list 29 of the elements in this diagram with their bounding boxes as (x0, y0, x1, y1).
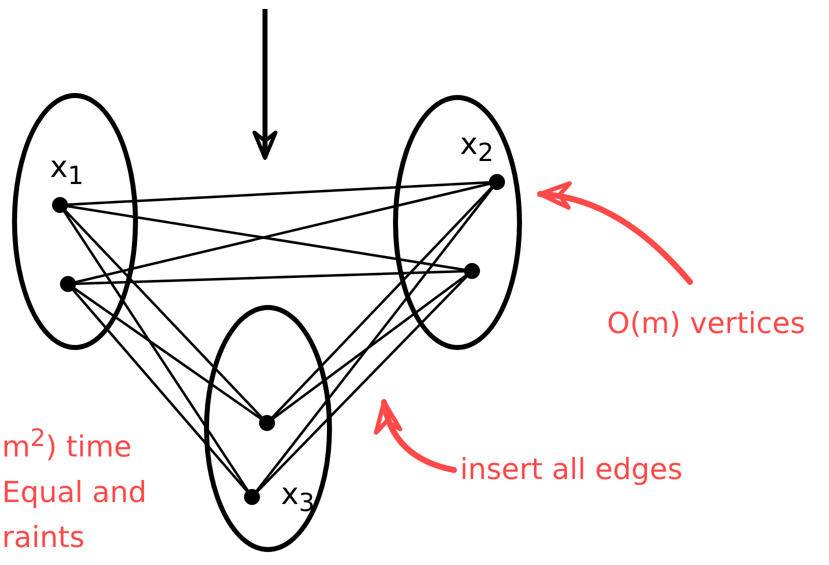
edge-line (66, 205, 466, 271)
arrow (537, 182, 693, 285)
edge-line (72, 288, 248, 492)
vertex-dot (60, 276, 76, 292)
set-ellipse (204, 305, 332, 552)
edge-line (256, 187, 494, 492)
arrow (375, 399, 457, 473)
edge-line (73, 287, 262, 420)
edge-line (63, 210, 249, 492)
set-label: x$_{3}$ (281, 480, 315, 515)
vertex-dot (489, 174, 505, 190)
set-label: x$_{1}$ (50, 153, 84, 188)
vertex-dot (464, 263, 480, 279)
edge-line (74, 270, 466, 285)
edge-line (74, 182, 490, 284)
set-label: x$_{2}$ (460, 130, 494, 165)
set-ellipse (393, 95, 522, 350)
vertex-dot (259, 415, 275, 431)
edge-line (272, 274, 467, 420)
edge-line (66, 181, 490, 206)
edge-line (64, 210, 263, 418)
note-text: m$^{2}$) time Equal and raints (2, 423, 148, 556)
annotation-text: insert all edges (460, 451, 683, 488)
annotation-text: O(m) vertices (607, 305, 806, 342)
edge-line (271, 186, 493, 418)
vertex-dot (244, 489, 260, 505)
vertex-dot (52, 197, 68, 213)
set-ellipse (12, 93, 138, 350)
edge-line (256, 275, 468, 493)
